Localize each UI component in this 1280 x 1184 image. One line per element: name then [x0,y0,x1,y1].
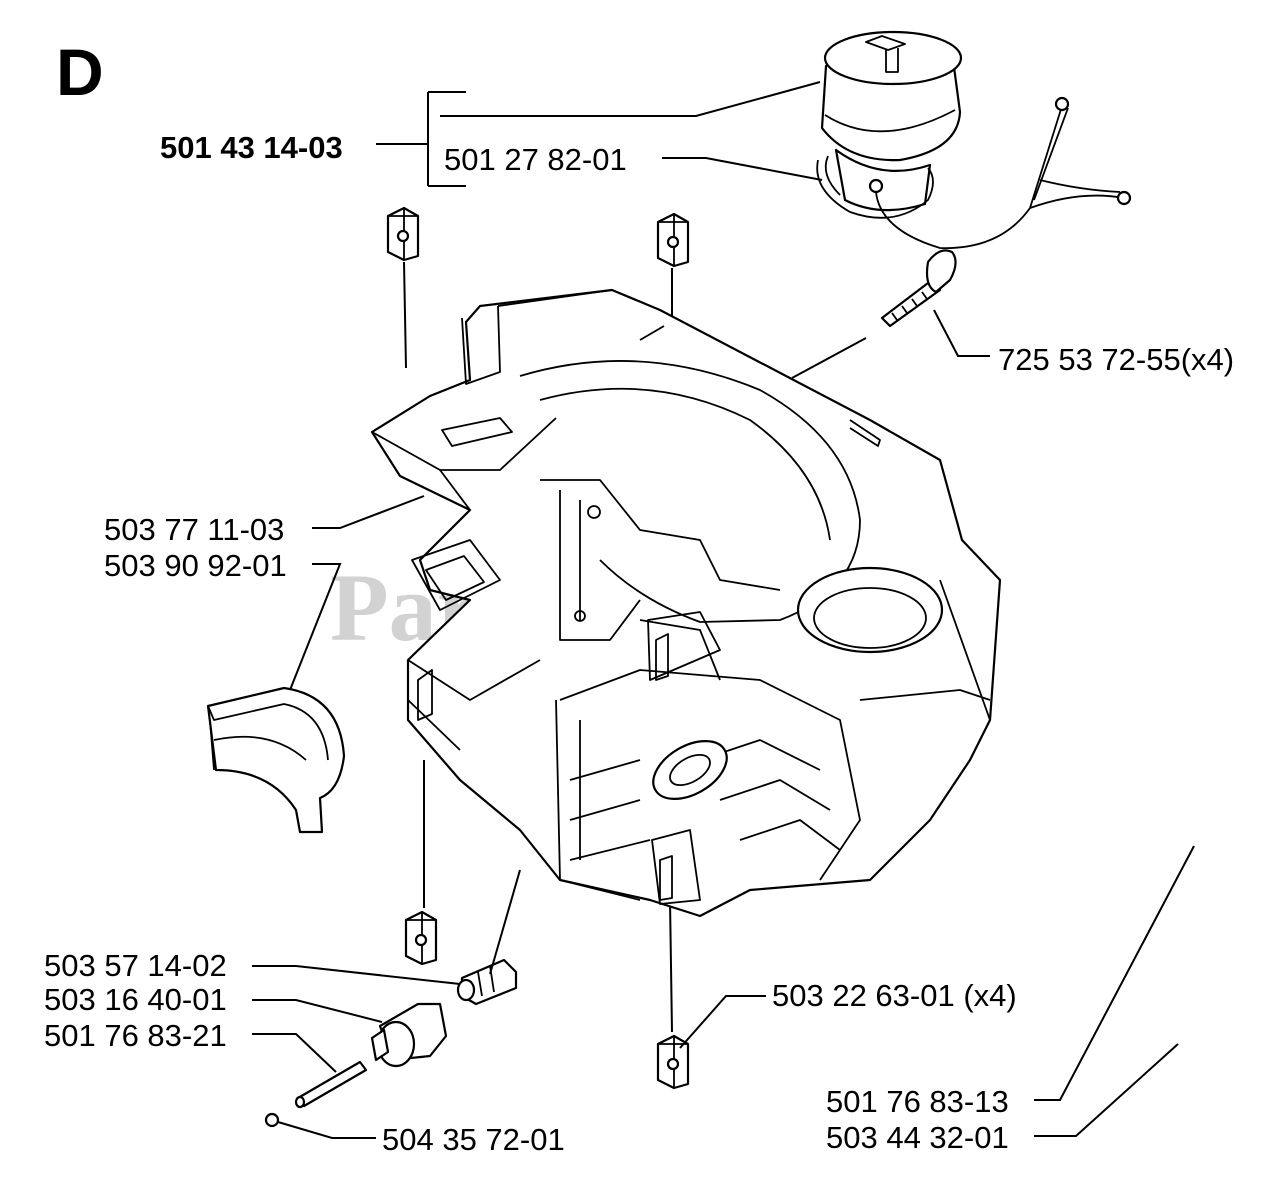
screw-illustration [880,249,957,328]
label-guide-plate: 503 90 92-01 [104,548,287,583]
filter-hose-illustration [264,958,518,1128]
label-oil-cap-kit: 501 43 14-03 [160,130,343,165]
label-rubber-mount: 503 22 63-01 (x4) [772,978,1017,1013]
label-hose-nipple: 503 57 14-02 [44,948,227,983]
label-oil-cap-seal: 501 27 82-01 [444,142,627,177]
tank-housing-illustration [370,288,1002,918]
label-plug: 504 35 72-01 [382,1122,565,1157]
label-hose: 501 76 83-21 [44,1018,227,1053]
leader-lines [252,81,1195,1139]
oil-cap-illustration [816,30,1132,249]
label-filter: 503 16 40-01 [44,982,227,1017]
label-tank-kit-b: 503 44 32-01 [826,1120,1009,1155]
label-tank-housing: 503 77 11-03 [104,512,284,547]
part-labels: 501 43 14-03 501 27 82-01 725 53 72-55(x… [44,130,1234,1157]
guide-plate-illustration [206,686,346,834]
label-screw: 725 53 72-55(x4) [998,342,1234,377]
section-letter: D [56,35,104,109]
rubber-mount-illustrations [386,206,690,1090]
label-tank-kit-a: 501 76 83-13 [826,1084,1009,1119]
